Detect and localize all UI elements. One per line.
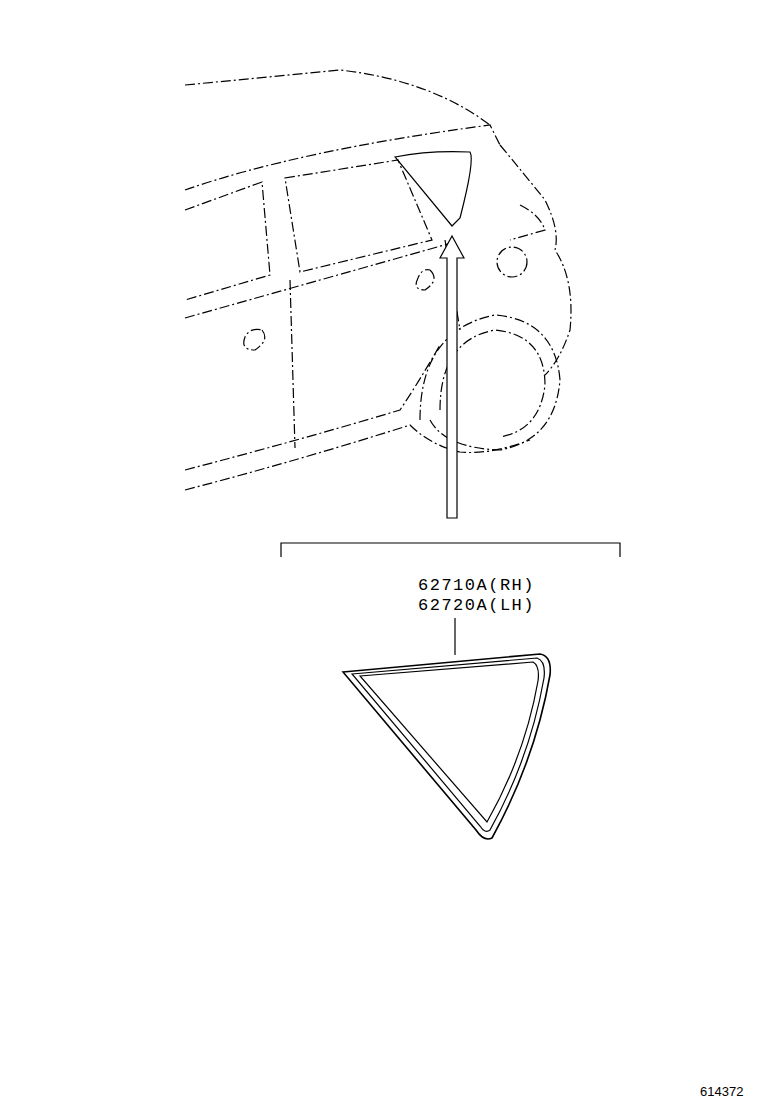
illustration-number: 614372	[700, 1084, 743, 1099]
part-number: 62720A(LH)	[418, 596, 535, 616]
part-number: 62710A(RH)	[418, 576, 535, 596]
